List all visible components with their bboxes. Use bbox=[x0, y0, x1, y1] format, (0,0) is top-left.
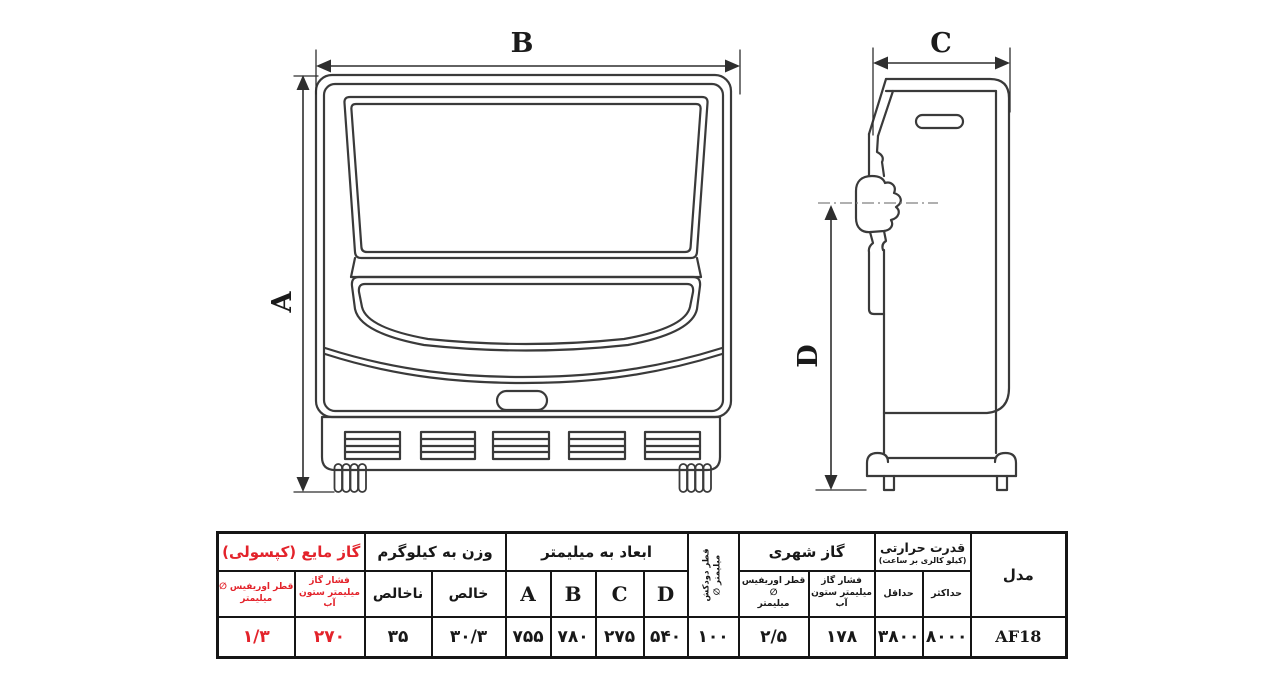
side-slot bbox=[914, 113, 965, 130]
value-city-orifice: ۲/۵ bbox=[737, 615, 810, 659]
value-city-pressure: ۱۷۸ bbox=[807, 615, 876, 659]
city-orifice-label: قطر اوریفیس ∅ میلیمتر bbox=[737, 569, 810, 618]
lpg-orifice-label: قطر اوریفیس ∅ میلیمتر bbox=[216, 569, 296, 618]
weight-gross-label: ناخالص bbox=[363, 569, 433, 618]
dimension-lines bbox=[293, 47, 1011, 493]
table-header-row-2: حداکثر حداقل فشار گاز میلیمتر ستون آب قط… bbox=[216, 569, 1067, 618]
dim-col-d: D bbox=[642, 569, 689, 618]
dim-label-a: A bbox=[267, 290, 298, 313]
value-dim-c: ۲۷۵ bbox=[594, 615, 645, 659]
col-header-model: مدل bbox=[969, 531, 1068, 618]
value-chimney: ۱۰۰ bbox=[686, 615, 740, 659]
value-lpg-pressure: ۲۷۰ bbox=[293, 615, 366, 659]
chimney-label: قطر دودکش میلیمتر ∅ bbox=[701, 548, 724, 602]
table-header-row-1: مدل قدرت حرارتی (کیلو کالری بر ساعت) گاز… bbox=[216, 531, 1068, 618]
value-dim-d: ۵۴۰ bbox=[642, 615, 689, 659]
col-header-weight: وزن به کیلوگرم bbox=[363, 531, 507, 572]
heat-title: قدرت حرارتی bbox=[880, 540, 966, 556]
table-values-row: AF18 ۸۰۰۰ ۳۸۰۰ ۱۷۸ ۲/۵ ۱۰۰ ۵۴۰ ۲۷۵ ۷۸۰ ۷… bbox=[216, 615, 1068, 659]
value-heat-max: ۸۰۰۰ bbox=[921, 615, 972, 659]
dim-label-c: C bbox=[930, 28, 952, 59]
heat-min-label: حداقل bbox=[873, 569, 924, 618]
value-dim-b: ۷۸۰ bbox=[549, 615, 597, 659]
front-view-drawing bbox=[314, 73, 733, 493]
pilot-window bbox=[495, 389, 549, 412]
heat-subtitle: (کیلو کالری بر ساعت) bbox=[878, 556, 967, 566]
dim-col-c: C bbox=[594, 569, 645, 618]
dim-col-a: A bbox=[504, 569, 552, 618]
value-dim-a: ۷۵۵ bbox=[504, 615, 552, 659]
dim-label-d: D bbox=[793, 344, 824, 367]
col-header-lpg: گاز مایع (کپسولی) bbox=[216, 531, 366, 572]
heat-max-label: حداکثر bbox=[921, 569, 972, 618]
col-header-heat: قدرت حرارتی (کیلو کالری بر ساعت) bbox=[873, 531, 972, 572]
value-lpg-orifice: ۱/۳ bbox=[216, 615, 296, 659]
lpg-pressure-label: فشار گاز میلیمتر ستون آب bbox=[293, 569, 366, 618]
dim-col-b: B bbox=[549, 569, 597, 618]
city-pressure-label: فشار گاز میلیمتر ستون آب bbox=[807, 569, 876, 618]
value-weight-gross: ۳۵ bbox=[363, 615, 433, 659]
spec-table: مدل قدرت حرارتی (کیلو کالری بر ساعت) گاز… bbox=[216, 531, 1069, 659]
col-header-city-gas: گاز شهری bbox=[737, 531, 876, 572]
value-model: AF18 bbox=[969, 615, 1068, 659]
col-header-chimney: قطر دودکش میلیمتر ∅ bbox=[686, 531, 740, 618]
value-weight-net: ۳۰/۳ bbox=[430, 615, 507, 659]
value-heat-min: ۳۸۰۰ bbox=[873, 615, 924, 659]
dim-label-b: B bbox=[511, 28, 534, 59]
side-view-drawing bbox=[854, 77, 1018, 492]
col-header-dimensions: ابعاد به میلیمتر bbox=[504, 531, 689, 572]
side-foot bbox=[865, 451, 1018, 492]
front-feet bbox=[333, 463, 712, 493]
weight-net-label: خالص bbox=[430, 569, 507, 618]
vent-grilles bbox=[343, 430, 702, 461]
